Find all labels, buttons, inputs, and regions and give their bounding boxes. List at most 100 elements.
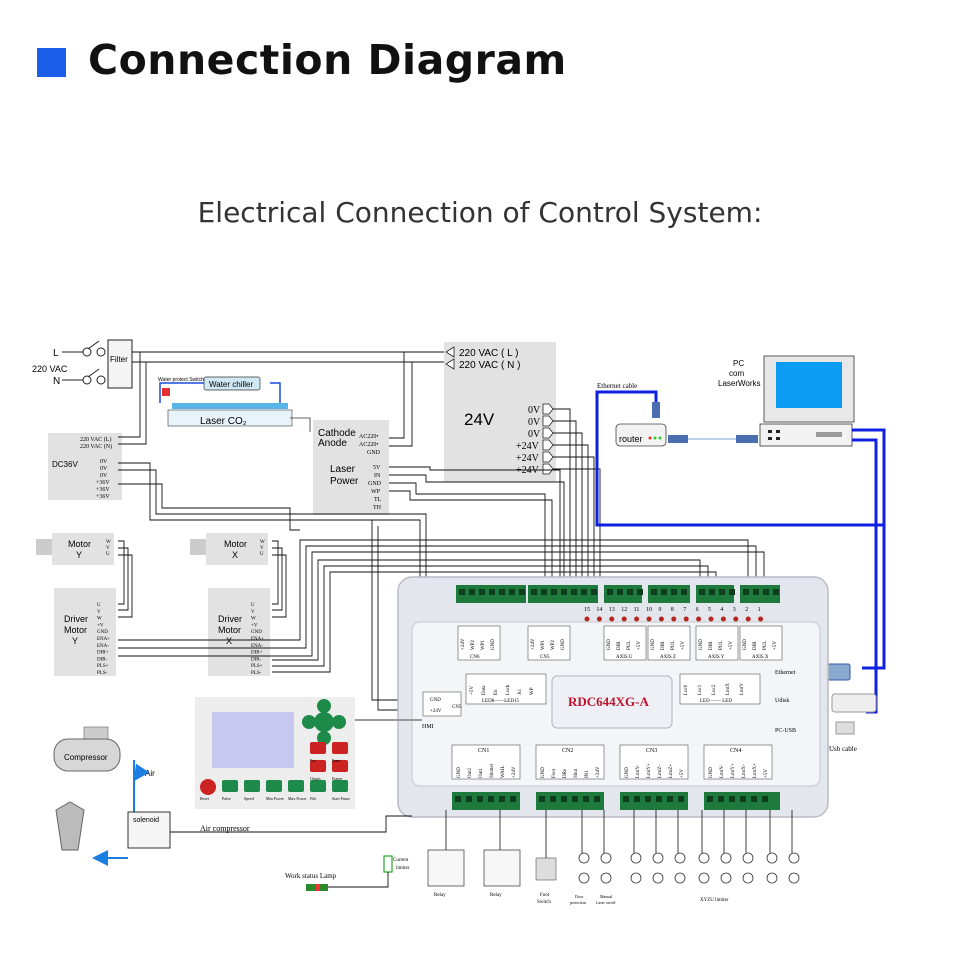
limit-switch-bottom	[578, 872, 590, 884]
usb-cable-label: Usb cable	[829, 745, 857, 753]
wiring	[118, 351, 765, 711]
controller-hmi: HMI	[422, 724, 434, 730]
hmi-button	[332, 760, 348, 772]
top-pin-led	[708, 616, 714, 622]
terminal-screw	[753, 589, 759, 595]
connector-cn2	[535, 744, 605, 780]
terminal-screw	[719, 589, 725, 595]
connector-pin: +24V	[461, 638, 466, 650]
mains-n-label: N	[53, 376, 60, 387]
limit-switch-top	[766, 852, 778, 864]
dc36-pin-4: +36V	[96, 480, 110, 486]
psu-in-l: 220 VAC ( L )	[459, 348, 518, 359]
connector-pin: GND	[491, 639, 496, 650]
cn5-name: CN5	[452, 705, 462, 710]
connector-pin: Out1	[479, 768, 484, 779]
connector-pin: LmtY+	[731, 763, 736, 778]
lp-cathode: Cathode	[318, 428, 356, 439]
led-block-2-name: LED —— LED	[700, 699, 732, 704]
lp-bot-pin-1: 5V	[373, 465, 381, 471]
hmi-button	[332, 780, 348, 792]
connector-pin: +5V	[729, 641, 734, 650]
connector-cn6	[457, 625, 501, 661]
top-terminal-block	[740, 585, 780, 603]
page-title: Connection Diagram	[88, 36, 567, 84]
foot-switch-2: Switch	[537, 900, 551, 905]
driver-x-pin-6: ENA+	[251, 637, 264, 642]
top-pin-number: 5	[708, 607, 711, 613]
top-pin-led	[671, 616, 677, 622]
terminal-screw	[667, 796, 673, 802]
pc-label-1: PC	[733, 359, 744, 368]
led-pin: +5V	[470, 686, 475, 695]
air-compressor-label: Air compressor	[200, 824, 250, 833]
lp-bot-pin-2: IN	[374, 473, 381, 479]
terminal-screw	[469, 589, 475, 595]
pc-label-3: LaserWorks	[718, 379, 761, 388]
hmi-button	[244, 780, 260, 792]
solenoid-label: solenoid	[133, 817, 159, 824]
driver-x-pin-7: ENA-	[251, 644, 263, 649]
driver-x-l2: Motor	[218, 625, 241, 635]
top-pin-number: 7	[683, 607, 686, 613]
terminal-screw	[743, 589, 749, 595]
limit-switch-bottom	[674, 872, 686, 884]
lp-bot-pin-6: TH	[373, 505, 382, 511]
cn5-pin-gnd: GND	[430, 698, 441, 703]
terminal-screw	[489, 589, 495, 595]
connector-pin: +5V	[680, 769, 685, 778]
driver-x-pin-5: GND	[251, 630, 262, 635]
connector-pin: DRe	[563, 768, 568, 778]
limit-switch-top	[600, 852, 612, 864]
top-pin-led	[646, 616, 652, 622]
connector-pin: DIR	[661, 641, 666, 650]
water-chiller: Water protect Switch Water chiller Laser…	[158, 376, 293, 427]
connector-name: AXIS Z	[660, 655, 676, 660]
top-pin-led	[720, 616, 726, 622]
limit-switch-top	[788, 852, 800, 864]
terminal-screw	[581, 589, 587, 595]
mains-vac-label: 220 VAC	[32, 364, 68, 374]
led-block-2	[679, 673, 761, 705]
lp-name1: Laser	[330, 464, 356, 475]
psu-out-3: 0V	[528, 429, 541, 440]
lamp-label: Work status Lamp	[285, 872, 337, 880]
connector-axis-x	[739, 625, 783, 661]
top-pin-number: 12	[621, 607, 627, 613]
hmi-button	[266, 780, 282, 792]
connector-pin: +5V	[764, 769, 769, 778]
connector-pin: GND	[709, 767, 714, 778]
terminal-screw	[572, 796, 578, 802]
driver-x-l3: X	[226, 636, 232, 646]
manual-label-1: Manual	[600, 894, 613, 899]
terminal-screw	[479, 589, 485, 595]
terminal-screw	[499, 796, 505, 802]
connector-pin: +24V	[596, 766, 601, 778]
terminal-screw	[594, 796, 600, 802]
limit-switch-bottom	[698, 872, 710, 884]
terminal-screw	[551, 589, 557, 595]
driver-y-l2: Motor	[64, 625, 87, 635]
terminal-screw	[740, 796, 746, 802]
connector-pin: PUL	[627, 641, 632, 650]
svg-text:W: W	[106, 540, 111, 545]
terminal-screw	[455, 796, 461, 802]
connector-name: CN2	[562, 748, 573, 754]
terminal-screw	[671, 589, 677, 595]
top-pin-number: 13	[609, 607, 615, 613]
terminal-screw	[656, 796, 662, 802]
terminal-screw	[645, 796, 651, 802]
air-label: Air	[145, 769, 155, 778]
limit-switch-bottom	[630, 872, 642, 884]
connector-name: CN4	[730, 748, 741, 754]
driver-x: Driver Motor X UVW+VGNDENA+ENA-DIR+DIR-P…	[208, 588, 270, 676]
motor-y-l2: Y	[76, 550, 82, 560]
dc36-top-pin-1: 220 VAC (L)	[80, 436, 111, 443]
top-pin-led	[758, 616, 764, 622]
tube-label: Laser CO₂	[200, 416, 247, 427]
connector-pin: LmtX-	[742, 764, 747, 778]
limit-switch-bottom	[766, 872, 778, 884]
dc36-pin-1: 0V	[100, 459, 108, 465]
connector-pin: PUL	[671, 641, 676, 650]
